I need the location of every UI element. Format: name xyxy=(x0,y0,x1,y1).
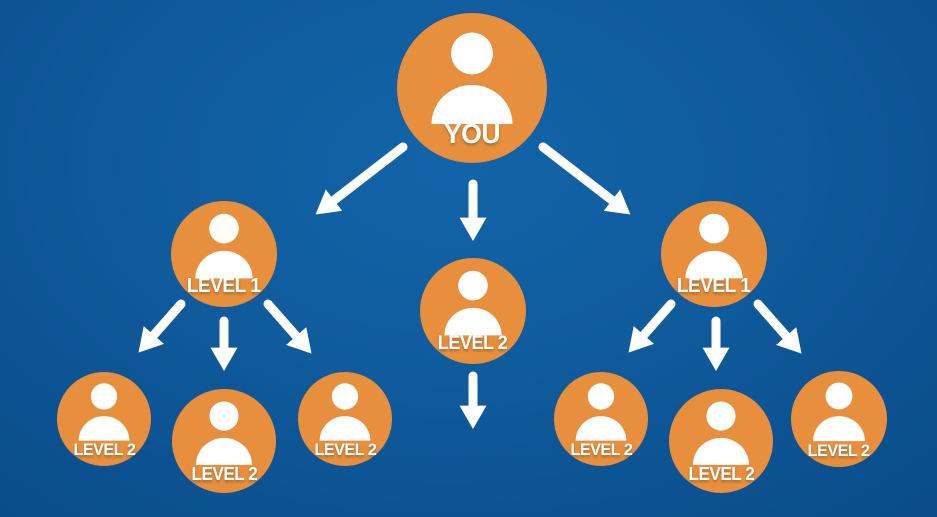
person-icon xyxy=(685,213,743,279)
person-icon xyxy=(78,383,130,441)
node-level2-left-2: LEVEL 2 xyxy=(172,389,276,493)
node-level2-center: LEVEL 2 xyxy=(420,258,526,364)
arrow-level1-right-to-l2d xyxy=(628,299,676,353)
node-label: LEVEL 2 xyxy=(808,441,870,460)
person-icon xyxy=(575,383,627,441)
person-icon xyxy=(319,383,371,441)
person-icon xyxy=(444,270,502,336)
node-level2-right-1: LEVEL 2 xyxy=(554,372,648,466)
arrow-level1-left-to-l2a xyxy=(138,299,186,353)
person-icon xyxy=(431,32,513,124)
arrow-you-to-level1-right xyxy=(538,142,631,215)
person-icon xyxy=(195,213,253,279)
node-level2-left-1: LEVEL 2 xyxy=(57,372,151,466)
person-icon xyxy=(692,401,750,465)
node-label: LEVEL 2 xyxy=(438,333,508,354)
node-level1-right: LEVEL 1 xyxy=(661,201,767,307)
node-level2-left-3: LEVEL 2 xyxy=(298,372,392,466)
node-level2-right-2: LEVEL 2 xyxy=(669,389,773,493)
node-level2-right-3: LEVEL 2 xyxy=(791,371,887,467)
node-label: LEVEL 2 xyxy=(570,440,632,459)
arrow-you-to-level1-left xyxy=(315,142,408,215)
node-label: YOU xyxy=(443,118,501,149)
node-label: LEVEL 2 xyxy=(314,440,376,459)
node-label: LEVEL 2 xyxy=(688,464,754,484)
node-label: LEVEL 1 xyxy=(187,275,261,297)
person-icon xyxy=(195,401,253,465)
node-label: LEVEL 1 xyxy=(677,275,751,297)
node-level1-left: LEVEL 1 xyxy=(171,201,277,307)
arrow-level1-right-to-l2f xyxy=(753,299,802,354)
node-label: LEVEL 2 xyxy=(73,440,135,459)
node-label: LEVEL 2 xyxy=(191,464,257,484)
node-you: YOU xyxy=(397,13,547,163)
person-icon xyxy=(813,382,865,442)
arrow-level1-left-to-l2c xyxy=(263,299,312,354)
